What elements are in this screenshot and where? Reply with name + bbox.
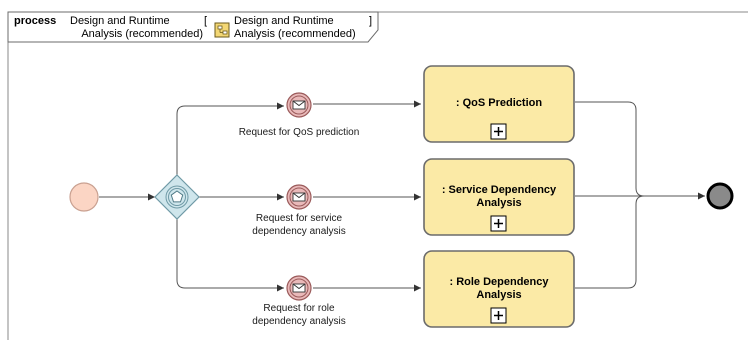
message-event-qos[interactable]	[286, 92, 312, 118]
diagram-frame: process Design and Runtime Analysis (rec…	[7, 11, 748, 340]
task-label-line2: Analysis	[476, 197, 521, 209]
subprocess-plus-icon	[490, 307, 507, 324]
message-label-service-line2: dependency analysis	[252, 226, 345, 237]
envelope-icon	[292, 192, 306, 202]
subprocess-plus-icon	[490, 123, 507, 140]
start-event-circle[interactable]	[69, 182, 99, 212]
flow-gateway-to-msg1	[176, 102, 284, 176]
task-service-dependency-analysis[interactable]: : Service Dependency Analysis	[423, 158, 575, 236]
frame-name-line1: Design and Runtime	[70, 15, 170, 27]
task-label-line1: : Role Dependency	[449, 276, 549, 288]
flow-task1-to-end	[575, 101, 645, 197]
task-label-line1: : Service Dependency	[442, 184, 557, 196]
end-event-circle[interactable]	[706, 182, 734, 210]
task-qos-prediction[interactable]: : QoS Prediction	[423, 65, 575, 143]
frame-ref-line1: Design and Runtime	[234, 15, 334, 27]
frame-bracket-close: ]	[369, 15, 372, 27]
event-based-gateway[interactable]	[154, 174, 200, 220]
flow-gateway-to-msg3	[176, 218, 284, 292]
message-label-service-line1: Request for service	[256, 213, 343, 224]
frame-name-tab	[7, 11, 379, 43]
task-role-dependency-analysis[interactable]: : Role Dependency Analysis	[423, 250, 575, 328]
flow-task3-to-end	[575, 195, 645, 289]
task-label: : QoS Prediction	[456, 97, 542, 109]
message-label-role-line1: Request for role	[263, 303, 335, 314]
envelope-icon	[292, 100, 306, 110]
frame-keyword: process	[14, 15, 56, 27]
pentagon-icon	[170, 190, 184, 203]
message-event-service[interactable]	[286, 184, 312, 210]
frame-bracket-open: [	[204, 15, 207, 27]
message-label-role-line2: dependency analysis	[252, 316, 345, 327]
process-diagram-icon	[214, 22, 230, 38]
task-label-line2: Analysis	[476, 289, 521, 301]
message-label-qos: Request for QoS prediction	[239, 127, 360, 138]
subprocess-plus-icon	[490, 215, 507, 232]
sequence-flows	[99, 100, 705, 292]
message-event-role[interactable]	[286, 275, 312, 301]
envelope-icon	[292, 283, 306, 293]
frame-name-line2: Analysis (recommended)	[81, 28, 203, 40]
frame-ref-line2: Analysis (recommended)	[234, 28, 356, 40]
